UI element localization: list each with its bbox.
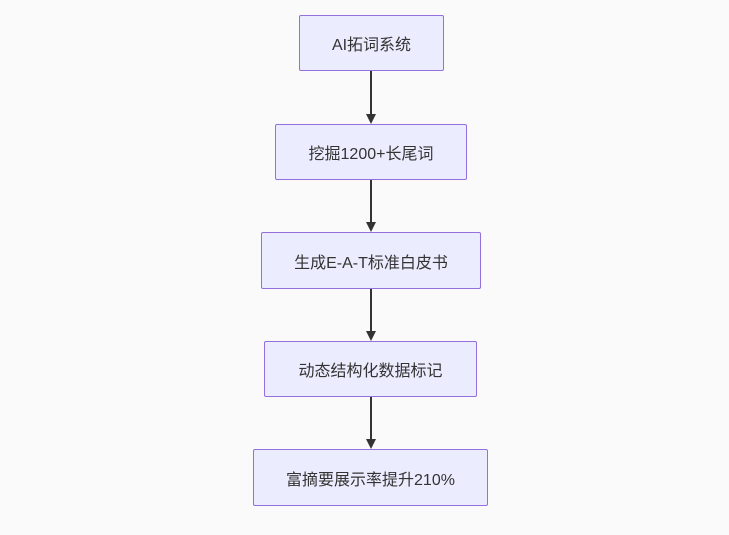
- edge-line: [370, 180, 372, 223]
- arrowhead-down-icon: [366, 222, 376, 232]
- flow-node-structured-data-markup: 动态结构化数据标记: [264, 341, 477, 397]
- edge-arrow-2: [365, 180, 377, 232]
- edge-line: [370, 397, 372, 440]
- flow-node-eat-whitepaper: 生成E-A-T标准白皮书: [261, 232, 481, 289]
- arrowhead-down-icon: [366, 114, 376, 124]
- edge-arrow-3: [365, 289, 377, 341]
- edge-arrow-1: [365, 71, 377, 124]
- arrowhead-down-icon: [366, 331, 376, 341]
- flow-node-rich-snippet-rate: 富摘要展示率提升210%: [253, 449, 488, 506]
- edge-arrow-4: [365, 397, 377, 449]
- edge-line: [370, 289, 372, 332]
- flow-node-longtail-keywords: 挖掘1200+长尾词: [275, 124, 467, 180]
- arrowhead-down-icon: [366, 439, 376, 449]
- flow-node-ai-expansion-system: AI拓词系统: [299, 15, 444, 71]
- edge-line: [370, 71, 372, 115]
